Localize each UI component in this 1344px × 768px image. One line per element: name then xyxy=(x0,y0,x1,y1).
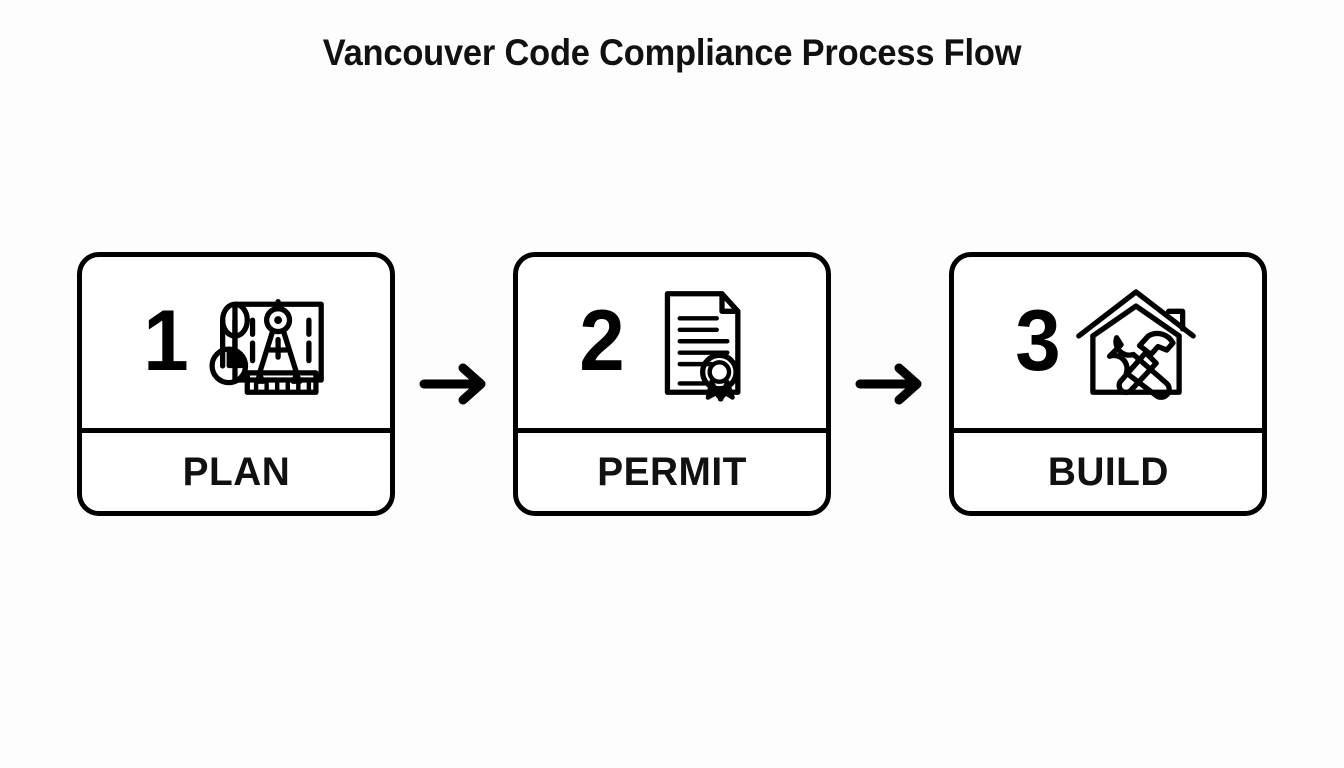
step-card-permit-label-area: PERMIT xyxy=(518,433,826,511)
house-tools-icon xyxy=(1070,284,1202,402)
step-number-1: 1 xyxy=(143,292,189,389)
certificate-seal-icon xyxy=(634,284,766,402)
step-card-plan-content: 1 xyxy=(82,257,390,428)
arrow-right-icon-2 xyxy=(852,358,928,410)
page-title: Vancouver Code Compliance Process Flow xyxy=(322,32,1022,73)
process-flow-row: 1 xyxy=(77,252,1267,516)
step-card-build[interactable]: 3 xyxy=(949,252,1267,516)
step-number-3: 3 xyxy=(1015,292,1061,389)
step-card-divider xyxy=(954,428,1262,433)
step-card-permit[interactable]: 2 xyxy=(513,252,831,516)
step-card-plan[interactable]: 1 xyxy=(77,252,395,516)
step-card-divider xyxy=(518,428,826,433)
step-label-build: BUILD xyxy=(1047,450,1169,494)
step-card-plan-label-area: PLAN xyxy=(82,433,390,511)
step-label-plan: PLAN xyxy=(182,450,290,494)
step-card-build-label-area: BUILD xyxy=(954,433,1262,511)
step-label-permit: PERMIT xyxy=(597,450,747,494)
step-number-2: 2 xyxy=(579,292,625,389)
blueprint-compass-icon xyxy=(198,284,330,402)
step-card-build-content: 3 xyxy=(954,257,1262,428)
step-card-divider xyxy=(82,428,390,433)
step-card-permit-content: 2 xyxy=(518,257,826,428)
arrow-right-icon-1 xyxy=(416,358,492,410)
